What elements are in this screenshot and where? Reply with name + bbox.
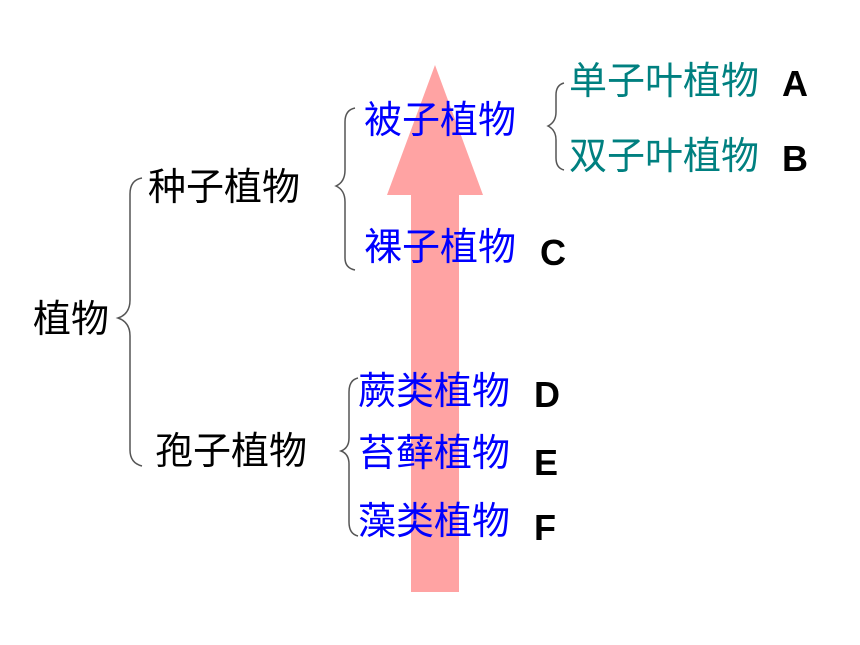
monocots-letter: A xyxy=(782,63,808,104)
seed-plants-label: 种子植物 xyxy=(148,165,301,209)
angiosperms-label: 被子植物 xyxy=(364,98,517,142)
spore-plants-label: 孢子植物 xyxy=(155,429,308,473)
seed-plants-bracket xyxy=(334,107,356,271)
gymnosperms-letter: C xyxy=(540,232,566,273)
dicots-letter: B xyxy=(782,138,808,179)
spore-plants-bracket xyxy=(338,377,359,537)
bryophytes-letter: E xyxy=(534,442,559,483)
bryophytes-label: 苔藓植物 xyxy=(358,431,511,475)
upward-arrow xyxy=(387,65,483,592)
ferns-label: 蕨类植物 xyxy=(358,369,511,413)
dicots-label: 双子叶植物 xyxy=(569,134,760,178)
algae-label: 藻类植物 xyxy=(358,499,511,543)
angiosperm-bracket xyxy=(546,82,565,171)
monocots-label: 单子叶植物 xyxy=(569,59,760,103)
gymnosperms-label: 裸子植物 xyxy=(364,225,517,269)
root-bracket xyxy=(115,177,143,467)
plants-root-label: 植物 xyxy=(33,297,110,341)
algae-letter: F xyxy=(534,507,556,548)
ferns-letter: D xyxy=(534,374,560,415)
